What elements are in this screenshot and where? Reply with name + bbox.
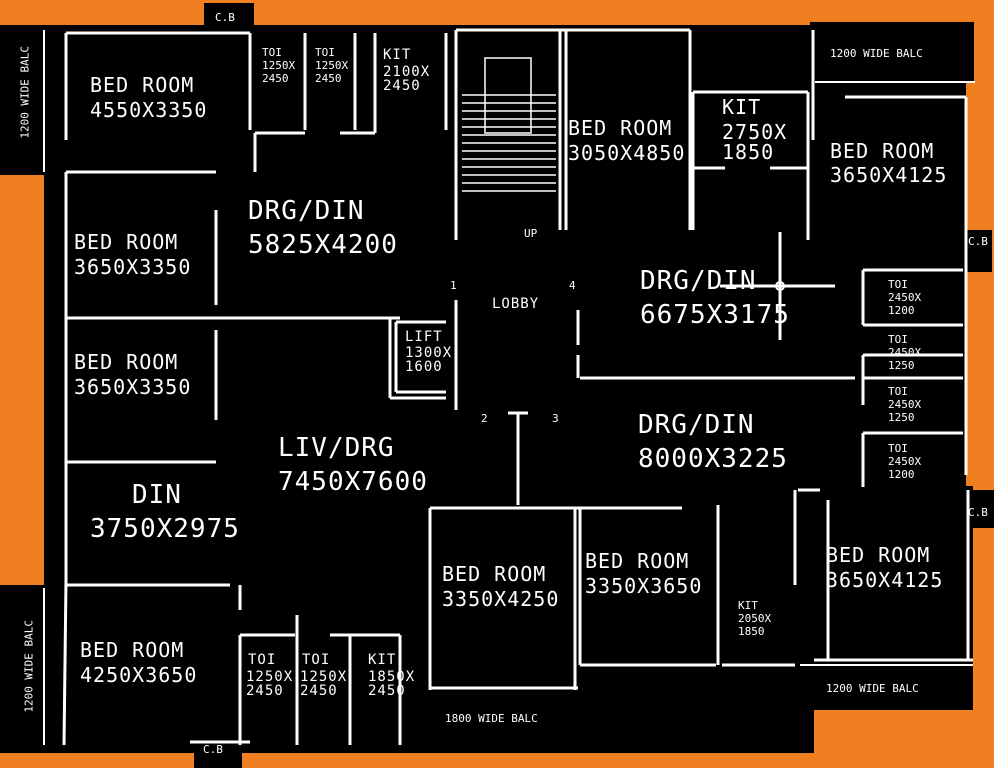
- liv-size: 7450X7600: [278, 467, 428, 497]
- bed-bl-size: 4250X3650: [80, 663, 198, 687]
- stair-up-label: UP: [524, 227, 538, 240]
- bed-bm1-size: 3350X4250: [442, 587, 560, 611]
- toi-bl1-size: 1250X 2450: [246, 669, 294, 700]
- drg-r1-name: DRG/DIN: [640, 266, 757, 296]
- balcony-bottom-right: 1200 WIDE BALC: [826, 682, 919, 695]
- kit-tr-name: KIT: [722, 95, 762, 119]
- kit-bl-size: 1850X 2450: [368, 669, 416, 700]
- toi-bl2-name: TOI: [302, 652, 331, 668]
- drg-tl-size: 5825X4200: [248, 230, 398, 260]
- bed-bm2-name: BED ROOM: [585, 549, 690, 573]
- column-marker: [775, 281, 785, 291]
- lift-size: 1300X 1600: [405, 345, 453, 376]
- balcony-bottom-middle: 1800 WIDE BALC: [445, 712, 538, 725]
- bed-br-name: BED ROOM: [826, 543, 931, 567]
- lobby-label: LOBBY: [492, 296, 540, 312]
- toi-tl2-size: 1250X 2450: [315, 59, 349, 85]
- kit-tl-size: 2100X 2450: [383, 64, 431, 95]
- balcony-walls: [43, 30, 975, 745]
- staircase: [462, 57, 556, 192]
- kit-br-size: 2050X 1850: [738, 612, 772, 638]
- liv-name: LIV/DRG: [278, 433, 395, 463]
- bed-tl-name: BED ROOM: [90, 73, 195, 97]
- drg-r1-size: 6675X3175: [640, 300, 790, 330]
- toi-r4-size: 2450X 1200: [888, 455, 922, 481]
- bed-l2-name: BED ROOM: [74, 350, 179, 374]
- lift-name: LIFT: [405, 329, 443, 345]
- bed-tm-size: 3050X4850: [568, 141, 686, 165]
- toi-tl1-name: TOI: [262, 46, 282, 59]
- bed-tr-name: BED ROOM: [830, 139, 935, 163]
- bed-bl-name: BED ROOM: [80, 638, 185, 662]
- kit-br-name: KIT: [738, 599, 758, 612]
- bed-tr-size: 3650X4125: [830, 163, 948, 187]
- flat-number-1: 1: [450, 279, 457, 292]
- balcony-top-right: 1200 WIDE BALC: [830, 47, 923, 60]
- cb-bottom: C.B: [203, 743, 223, 756]
- bed-br-size: 3650X4125: [826, 568, 944, 592]
- bed-bm2-size: 3350X3650: [585, 574, 703, 598]
- cb-top: C.B: [215, 11, 235, 24]
- toi-tl2-name: TOI: [315, 46, 335, 59]
- toi-tl1-size: 1250X 2450: [262, 59, 296, 85]
- toi-r1-name: TOI: [888, 278, 908, 291]
- toi-r3-name: TOI: [888, 385, 908, 398]
- bed-l1-name: BED ROOM: [74, 230, 179, 254]
- din-name: DIN: [132, 480, 182, 510]
- kit-tl-name: KIT: [383, 47, 412, 63]
- toi-r2-size: 2450X 1250: [888, 346, 922, 372]
- flat-number-3: 3: [552, 412, 559, 425]
- drg-tl-name: DRG/DIN: [248, 196, 365, 226]
- kit-tr-size: 2750X 1850: [722, 120, 788, 165]
- walls: [62, 28, 973, 746]
- drg-r2-name: DRG/DIN: [638, 410, 755, 440]
- toi-bl2-size: 1250X 2450: [300, 669, 348, 700]
- drg-r2-size: 8000X3225: [638, 444, 788, 474]
- toi-r1-size: 2450X 1200: [888, 291, 922, 317]
- kit-bl-name: KIT: [368, 652, 397, 668]
- din-size: 3750X2975: [90, 514, 240, 544]
- toi-r2-name: TOI: [888, 333, 908, 346]
- bed-tm-name: BED ROOM: [568, 116, 673, 140]
- flat-number-4: 4: [569, 279, 576, 292]
- balcony-left-bottom: 1200 WIDE BALC: [22, 619, 36, 713]
- toi-bl1-name: TOI: [248, 652, 277, 668]
- bed-l1-size: 3650X3350: [74, 255, 192, 279]
- cb-right-mid: C.B: [968, 506, 988, 519]
- bed-l2-size: 3650X3350: [74, 375, 192, 399]
- bed-tl-size: 4550X3350: [90, 98, 208, 122]
- bed-bm1-name: BED ROOM: [442, 562, 547, 586]
- balcony-left-top: 1200 WIDE BALC: [18, 45, 32, 139]
- toi-r3-size: 2450X 1250: [888, 398, 922, 424]
- toi-r4-name: TOI: [888, 442, 908, 455]
- flat-number-2: 2: [481, 412, 488, 425]
- cb-right-top: C.B: [968, 235, 988, 248]
